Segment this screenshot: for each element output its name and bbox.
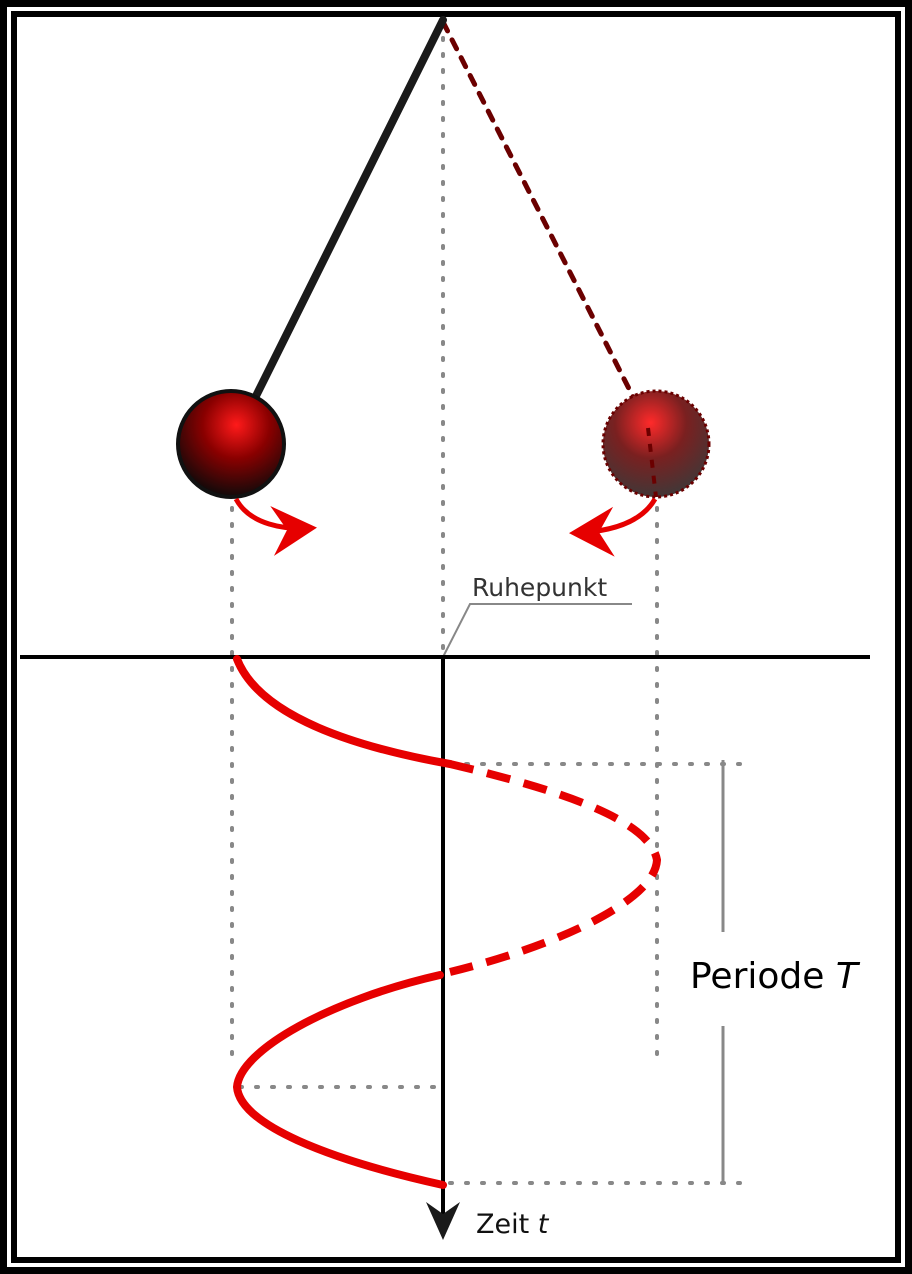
time-symbol: t [538,1209,550,1240]
pendulum-string [251,16,447,402]
swing-left-arrow [569,497,658,557]
period-symbol: T [836,956,861,997]
ghost-pendulum-bob [601,389,711,499]
canvas-background [17,17,895,1257]
time-axis-label: Zeit t [476,1209,550,1240]
oscillation-curve-dashed [449,760,662,976]
swing-right-arrow [233,497,317,556]
period-word: Periode [690,956,824,997]
guide-lines [230,20,752,1185]
pendulum-bob [176,389,286,499]
time-word: Zeit [476,1209,529,1240]
oscillation-curve-solid-start [233,655,454,768]
ghost-pendulum-string [440,19,658,443]
rest-point-leader [442,603,632,658]
rest-point-label: Ruhepunkt [472,573,607,602]
oscillation-curve-solid-middle [232,971,447,1189]
period-label: Periode T [690,956,861,997]
ghost-string-inside-bob [646,427,658,498]
time-axis-arrowhead [426,1202,460,1240]
